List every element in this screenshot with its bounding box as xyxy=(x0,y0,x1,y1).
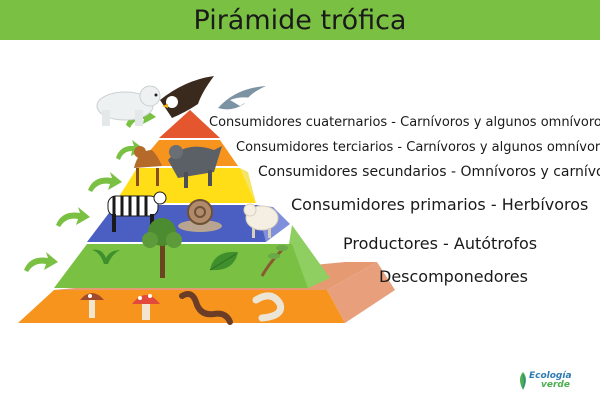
sheep-icon xyxy=(243,203,279,238)
polar-bear-icon xyxy=(96,85,161,126)
zebra-icon xyxy=(107,191,167,232)
eagle-icon xyxy=(160,76,214,118)
leaf-logo-icon xyxy=(520,372,526,390)
worm-icon xyxy=(179,291,233,325)
level-label-producers: Productores - Autótrofos xyxy=(343,234,538,253)
fox-icon xyxy=(134,146,162,186)
level-label-tertiary: Consumidores terciarios - Carnívoros y a… xyxy=(236,140,600,155)
page-title: Pirámide trófica xyxy=(193,4,407,36)
wolf-icon xyxy=(168,145,222,188)
tree-icon xyxy=(142,218,182,278)
level-producers-side-right xyxy=(289,225,330,288)
logo-line2: verde xyxy=(541,380,570,390)
title-bar: Pirámide trófica xyxy=(0,0,600,40)
logo-text: Ecología verde xyxy=(529,372,572,390)
brand-logo: Ecología verde xyxy=(517,371,572,391)
level-decomposers-side-right xyxy=(327,262,395,323)
leaf-icon xyxy=(209,251,238,271)
level-label-primary: Consumidores primarios - Herbívoros xyxy=(291,195,589,214)
arrow-icon xyxy=(116,140,144,160)
branch-icon xyxy=(260,245,288,277)
level-secondary-side xyxy=(240,168,256,203)
snail-icon xyxy=(178,199,222,232)
level-quaternary xyxy=(159,110,220,138)
level-quaternary-front xyxy=(159,110,220,138)
mushroom-icon xyxy=(132,294,160,320)
level-label-quaternary: Consumidores cuaternarios - Carnívoros y… xyxy=(209,115,600,130)
larva-icon xyxy=(252,292,285,322)
arrow-icon xyxy=(56,207,90,227)
arrow-icon xyxy=(88,172,122,192)
level-producers-front xyxy=(54,244,308,288)
level-label-secondary: Consumidores secundarios - Omnívoros y c… xyxy=(258,164,600,180)
shark-icon xyxy=(218,86,266,110)
level-label-decomposers: Descomponedores xyxy=(379,267,528,286)
mushroom-icon xyxy=(80,293,104,318)
arrow-icon xyxy=(24,252,58,272)
sprout-icon xyxy=(92,249,120,264)
logo-line1: Ecología xyxy=(529,371,572,381)
